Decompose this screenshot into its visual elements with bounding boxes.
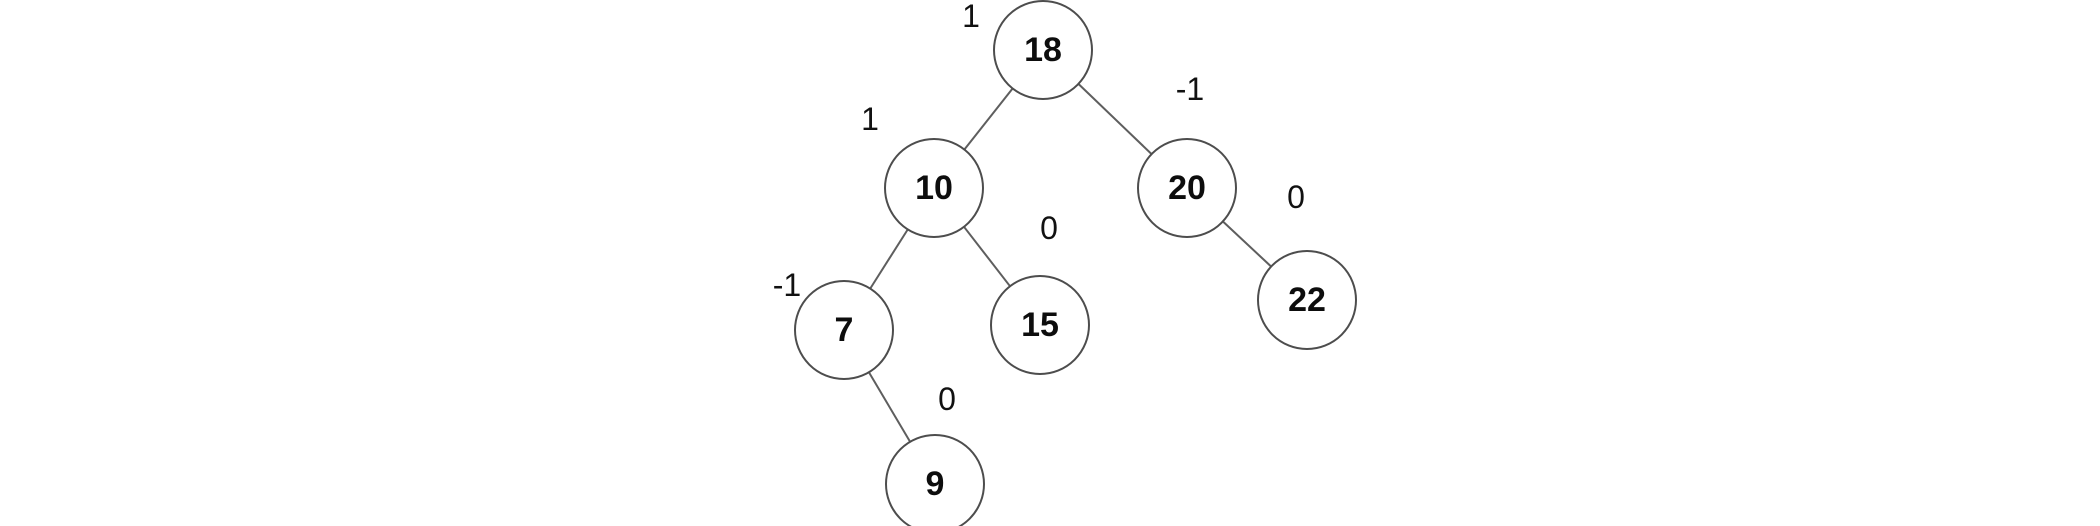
node-value-22: 22: [1288, 281, 1326, 319]
node-circle-9: [885, 434, 985, 526]
node-value-10: 10: [915, 169, 953, 207]
node-circle-7: [794, 280, 894, 380]
tree-node-15: 15 0: [990, 210, 1090, 375]
edge-7-9: [868, 371, 911, 443]
node-value-20: 20: [1168, 169, 1206, 207]
tree-node-10: 10 1: [861, 101, 984, 238]
edge-18-10: [963, 87, 1014, 151]
tree-node-18: 18 1: [962, 0, 1093, 100]
edge-10-15: [963, 226, 1011, 287]
balance-factor-18: 1: [962, 0, 980, 34]
balance-factor-15: 0: [1040, 210, 1058, 246]
node-circle-15: [990, 275, 1090, 375]
node-value-9: 9: [926, 465, 945, 503]
balance-factor-10: 1: [861, 101, 879, 137]
tree-node-7: 7 -1: [773, 267, 894, 380]
node-circle-22: [1257, 250, 1357, 350]
edge-20-22: [1222, 220, 1272, 268]
edge-18-20: [1077, 83, 1153, 155]
balance-factor-9: 0: [938, 381, 956, 417]
node-value-18: 18: [1024, 31, 1062, 69]
node-circle-18: [993, 0, 1093, 100]
node-value-15: 15: [1021, 306, 1059, 344]
node-circle-20: [1137, 138, 1237, 238]
node-circle-10: [884, 138, 984, 238]
tree-node-20: 20 -1: [1137, 71, 1237, 238]
tree-node-9: 90: [885, 381, 985, 526]
balance-factor-20: -1: [1176, 71, 1204, 107]
balance-factor-7: -1: [773, 267, 801, 303]
balance-factor-22: 0: [1287, 179, 1305, 215]
node-value-7: 7: [835, 311, 854, 349]
tree-node-22: 22 0: [1257, 179, 1357, 350]
edge-10-7: [869, 228, 909, 290]
